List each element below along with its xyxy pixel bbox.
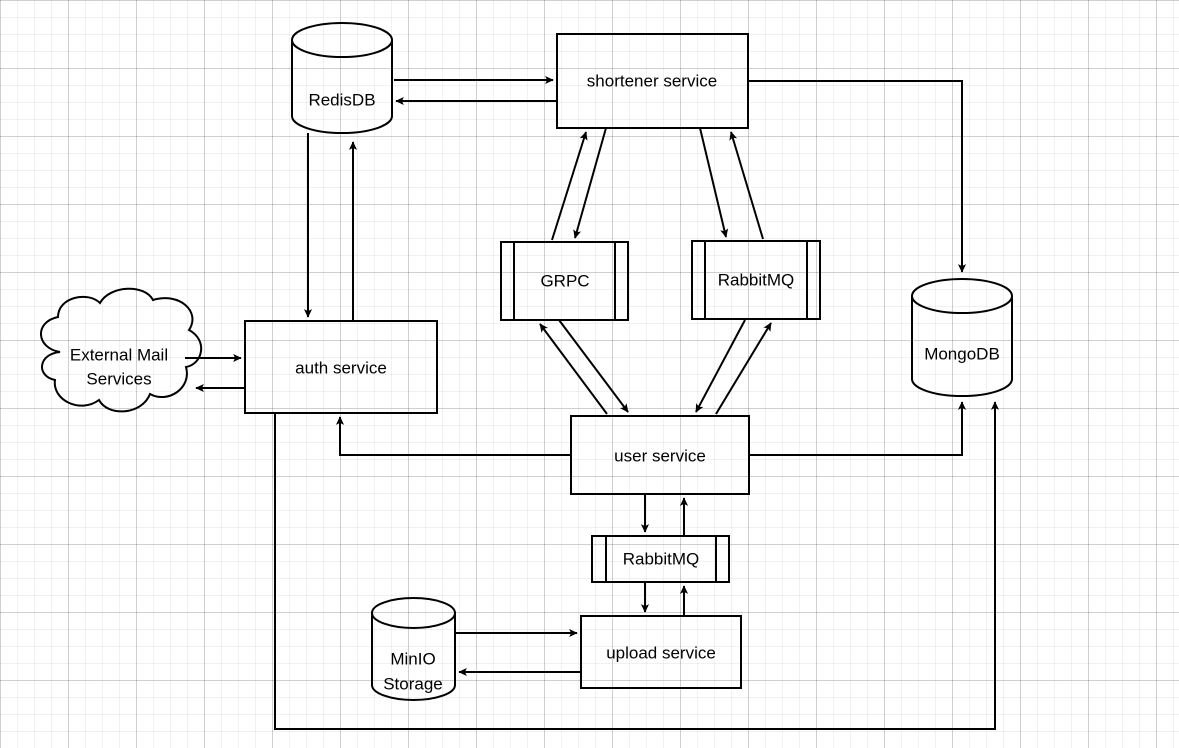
- process-shape: [691, 240, 821, 320]
- node-auth-service[interactable]: auth service: [244, 320, 438, 414]
- edge-user-to-auth: [335, 416, 571, 456]
- node-mongodb[interactable]: MongoDB: [910, 278, 1013, 397]
- edge-rabbitmq-top-to-user: [695, 319, 746, 413]
- node-label-mongodb: MongoDB: [924, 344, 1000, 363]
- node-grpc[interactable]: GRPC: [500, 241, 629, 321]
- edge-user-to-mongodb: [749, 401, 967, 456]
- node-label-upload-service: upload service: [606, 643, 716, 662]
- edge-shortener-to-mongodb: [748, 80, 967, 273]
- cylinder-shape: [290, 22, 393, 134]
- node-label-minio-line2: Storage: [383, 674, 443, 693]
- node-user-service[interactable]: user service: [570, 415, 750, 495]
- edge-shortener-to-rabbitmq-top: [699, 127, 729, 238]
- node-shortener-service[interactable]: shortener service: [556, 33, 749, 129]
- edge-grpc-to-user: [558, 319, 629, 413]
- node-external-mail-services[interactable]: External Mail Services: [40, 287, 202, 413]
- node-minio-storage[interactable]: MinIO Storage: [370, 597, 456, 701]
- node-label-external-mail-line1: External Mail: [70, 345, 168, 364]
- edge-shortener-to-grpc: [573, 127, 607, 239]
- rect-shape: [556, 33, 749, 129]
- cylinder-shape: [910, 278, 1013, 397]
- cylinder-shape: [370, 597, 456, 701]
- node-label-redisdb: RedisDB: [308, 90, 375, 109]
- node-label-grpc: GRPC: [540, 271, 589, 290]
- node-label-shortener-service: shortener service: [587, 71, 717, 90]
- node-label-auth-service: auth service: [295, 358, 387, 377]
- edge-user-to-grpc: [539, 323, 608, 415]
- rect-shape: [580, 615, 742, 689]
- node-label-minio-line1: MinIO: [390, 649, 435, 668]
- edge-user-to-rabbitmq-top: [715, 322, 772, 415]
- edge-auth-to-mongodb: [274, 401, 1000, 730]
- process-shape: [591, 535, 730, 583]
- edge-rabbitmq-top-to-shortener: [729, 131, 764, 240]
- node-label-rabbitmq-bottom: RabbitMQ: [623, 549, 700, 568]
- node-redisdb[interactable]: RedisDB: [290, 22, 393, 134]
- edge-grpc-to-shortener: [551, 131, 588, 241]
- node-label-user-service: user service: [614, 446, 706, 465]
- edge-layer: [185, 75, 1000, 730]
- node-upload-service[interactable]: upload service: [580, 615, 742, 689]
- cloud-shape: [40, 287, 202, 413]
- node-label-rabbitmq-top: RabbitMQ: [718, 270, 795, 289]
- rect-shape: [570, 415, 750, 495]
- rect-shape: [244, 320, 438, 414]
- node-label-external-mail-line2: Services: [86, 369, 151, 388]
- process-shape: [500, 241, 629, 321]
- node-rabbitmq-top[interactable]: RabbitMQ: [691, 240, 821, 320]
- node-rabbitmq-bottom[interactable]: RabbitMQ: [591, 535, 730, 583]
